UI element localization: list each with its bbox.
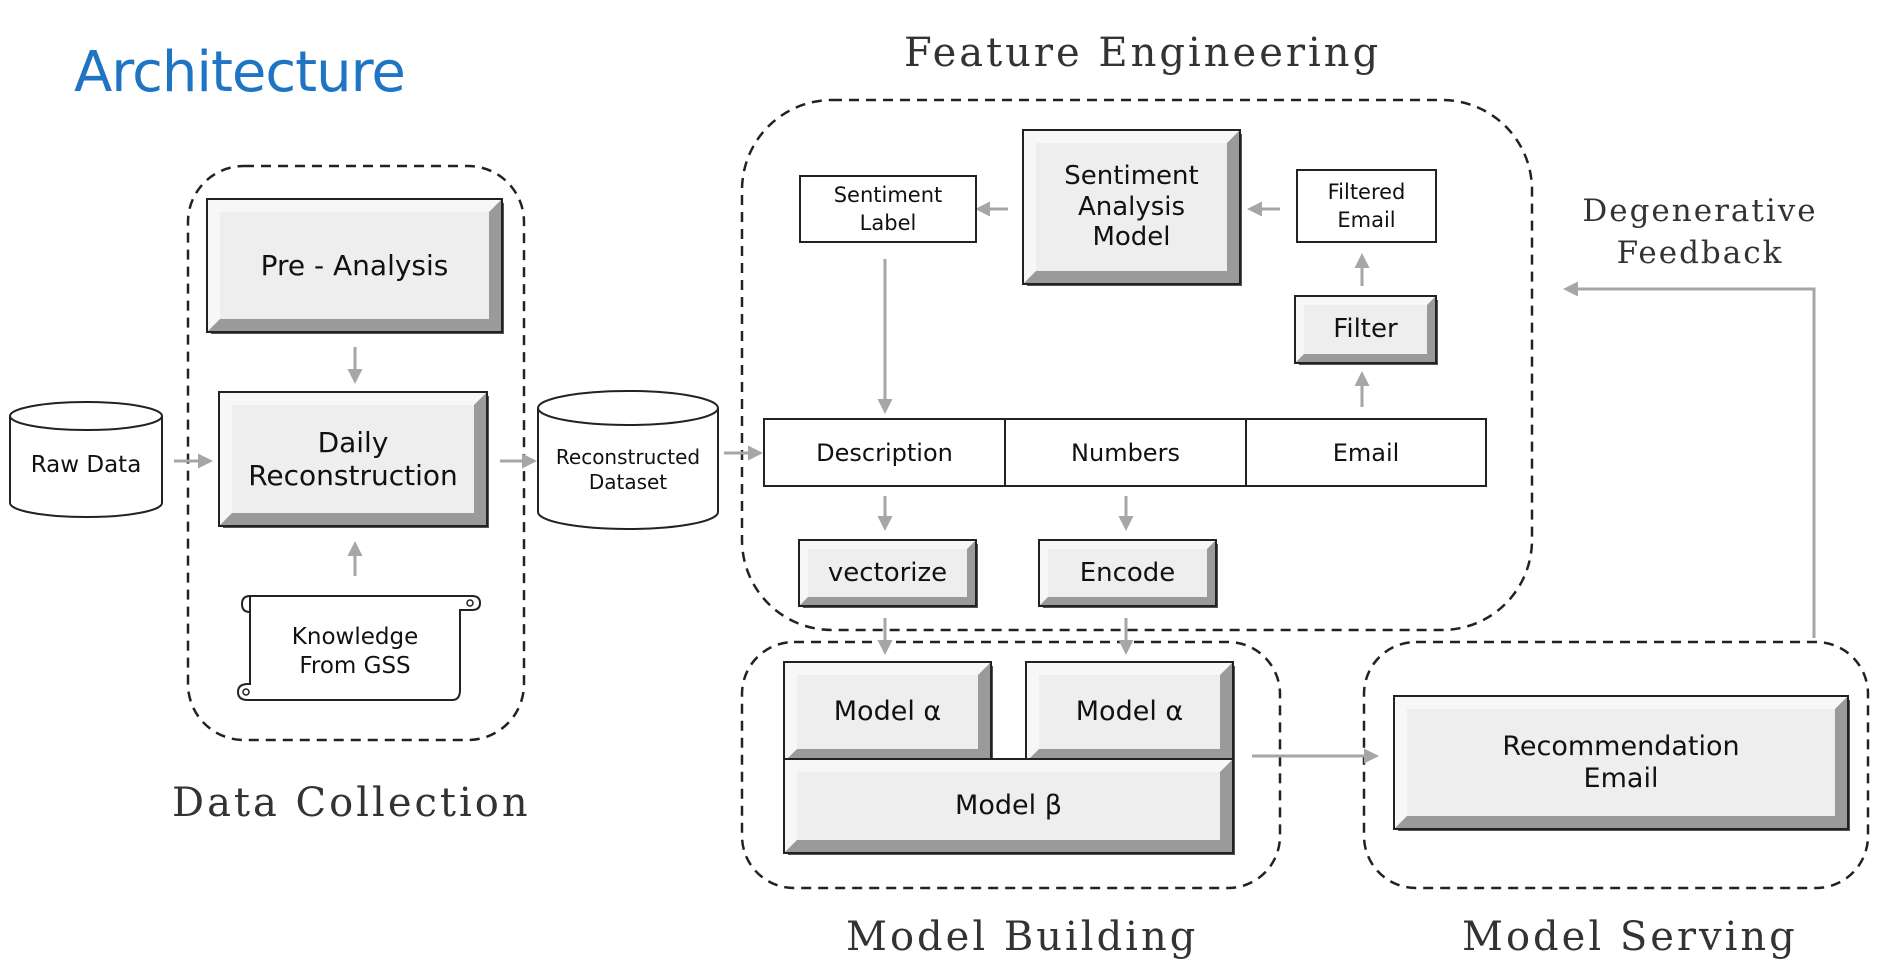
feature-engineering-group	[740, 98, 1534, 632]
recommendation-line-1: Recommendation	[1502, 730, 1740, 762]
sentiment-label-line-2: Label	[859, 211, 917, 235]
arrow-degenerative-feedback	[1563, 281, 1816, 638]
reconstructed-dataset-line-1: Reconstructed	[555, 445, 701, 469]
model-alpha-1-box: Model α	[783, 661, 992, 763]
sentiment-model-line-2: Analysis	[1077, 191, 1186, 222]
daily-reconstruction-line-1: Daily	[317, 425, 389, 459]
model-beta-label: Model β	[955, 790, 1062, 822]
knowledge-line-1: Knowledge	[291, 624, 419, 651]
pre-analysis-label: Pre - Analysis	[260, 248, 449, 282]
knowledge-scroll	[236, 595, 482, 701]
model-beta-box: Model β	[783, 758, 1234, 854]
raw-data-label: Raw Data	[30, 451, 142, 478]
recommendation-email-box: Recommendation Email	[1393, 695, 1849, 830]
encode-label: Encode	[1079, 557, 1176, 588]
daily-reconstruction-box: Daily Reconstruction	[218, 391, 488, 527]
reconstructed-dataset-cylinder	[537, 390, 719, 530]
page-title: Architecture	[74, 40, 406, 105]
sentiment-label-box: Sentiment Label	[799, 175, 977, 243]
filtered-email-line-2: Email	[1337, 208, 1396, 232]
vectorize-label: vectorize	[827, 557, 948, 588]
filter-box: Filter	[1294, 295, 1437, 364]
degenerative-feedback-label: Degenerative Feedback	[1582, 190, 1818, 274]
sentiment-model-line-3: Model	[1092, 222, 1171, 253]
feedback-line-1: Degenerative	[1582, 193, 1818, 229]
filtered-email-line-1: Filtered	[1327, 179, 1406, 204]
encode-box: Encode	[1038, 539, 1217, 607]
model-alpha-2-label: Model α	[1075, 696, 1184, 728]
reconstructed-dataset-label: Reconstructed Dataset	[538, 430, 718, 510]
knowledge-line-2: From GSS	[299, 653, 411, 679]
sentiment-label-line-1: Sentiment	[833, 182, 943, 207]
recommendation-line-2: Email	[1583, 762, 1659, 794]
knowledge-label: Knowledge From GSS	[250, 612, 460, 692]
reconstructed-dataset-line-2: Dataset	[588, 470, 668, 494]
model-alpha-2-box: Model α	[1025, 661, 1234, 763]
data-collection-label: Data Collection	[172, 780, 531, 826]
model-serving-group	[1362, 640, 1870, 890]
data-collection-group	[186, 164, 526, 742]
raw-data-cylinder	[9, 401, 163, 518]
model-building-label: Model Building	[846, 914, 1199, 960]
feature-fields-table	[763, 418, 1487, 487]
field-email: Email	[1332, 438, 1400, 467]
sentiment-analysis-model-box: Sentiment Analysis Model	[1022, 129, 1241, 285]
filter-label: Filter	[1333, 314, 1398, 345]
model-alpha-1-label: Model α	[833, 696, 942, 728]
feature-engineering-label: Feature Engineering	[904, 30, 1382, 76]
filtered-email-box: Filtered Email	[1296, 169, 1437, 243]
daily-reconstruction-line-2: Reconstruction	[248, 459, 458, 492]
model-serving-label: Model Serving	[1462, 914, 1798, 960]
field-numbers: Numbers	[1071, 438, 1180, 467]
vectorize-box: vectorize	[798, 539, 977, 607]
feedback-line-2: Feedback	[1616, 235, 1784, 271]
sentiment-model-line-1: Sentiment	[1064, 160, 1199, 191]
field-description: Description	[816, 438, 953, 467]
pre-analysis-box: Pre - Analysis	[206, 198, 503, 333]
model-building-group	[740, 640, 1282, 890]
